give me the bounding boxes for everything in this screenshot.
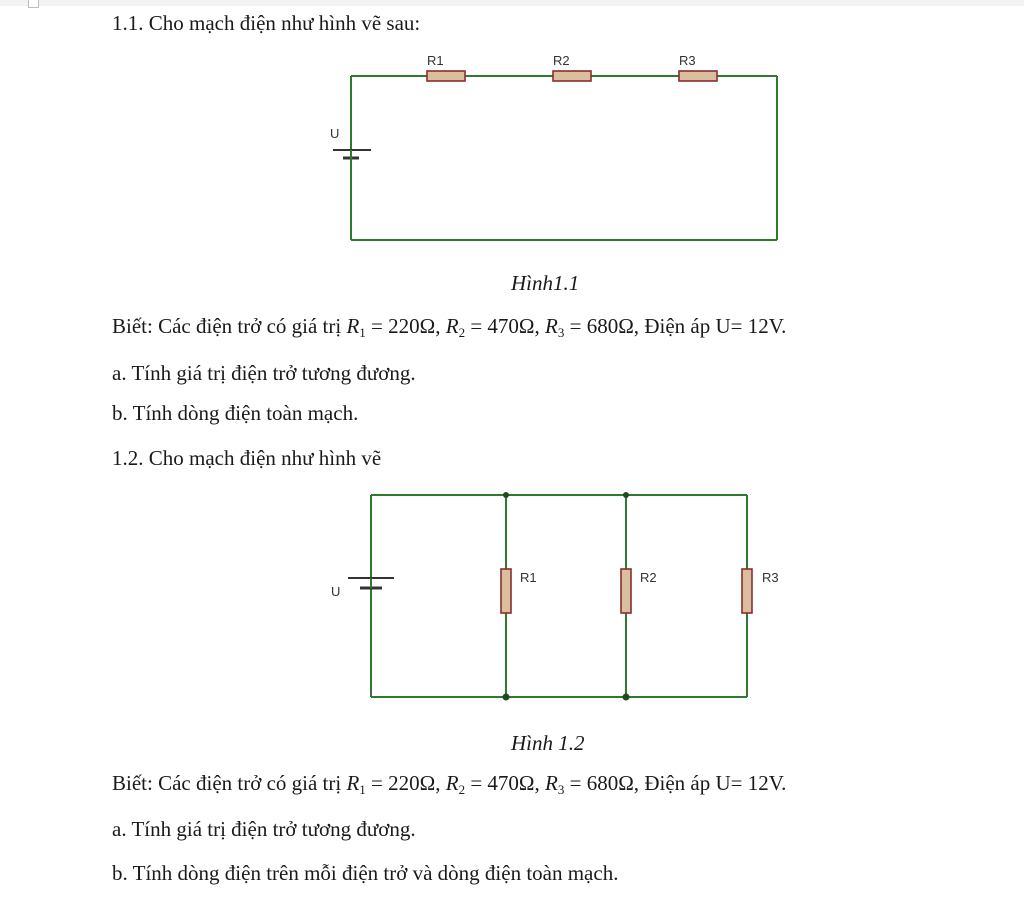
r3-value: = 680Ω, xyxy=(564,771,645,795)
figure1-caption: Hình1.1 xyxy=(511,271,580,295)
r1-symbol: R xyxy=(346,314,360,338)
r1-subscript: 1 xyxy=(359,782,366,797)
r2-subscript: 2 xyxy=(458,325,466,340)
problem1-question-a: a. Tính giá trị điện trở tương đương. xyxy=(112,361,416,385)
label-r3: R3 xyxy=(679,53,696,68)
r2-subscript: 2 xyxy=(458,782,466,797)
label-r1: R1 xyxy=(427,53,444,68)
battery-source xyxy=(348,577,394,590)
resistor-r3 xyxy=(741,568,753,614)
r1-symbol: R xyxy=(346,771,360,795)
problem1-given: Biết: Các điện trở có giá trị R1 = 220Ω,… xyxy=(112,313,786,339)
r3-value: = 680Ω, xyxy=(564,314,645,338)
problem2-question-b: b. Tính dòng điện trên mỗi điện trở và d… xyxy=(112,861,619,885)
resistor-r1 xyxy=(500,568,512,614)
voltage-text: Điện áp U= 12V. xyxy=(644,314,787,338)
r3-symbol: R xyxy=(545,314,558,338)
battery-source xyxy=(333,149,371,162)
given-prefix: Biết: Các điện trở có giá trị xyxy=(112,771,347,795)
r2-value: = 470Ω, xyxy=(465,771,546,795)
r3-symbol: R xyxy=(545,771,558,795)
r1-value: = 220Ω, xyxy=(365,771,446,795)
parallel-circuit-diagram: R1 R2 R3 U xyxy=(331,492,779,701)
label-r2: R2 xyxy=(640,570,657,585)
resistor-r2 xyxy=(552,70,592,82)
r2-value: = 470Ω, xyxy=(465,314,546,338)
r1-value: = 220Ω, xyxy=(365,314,446,338)
voltage-text: Điện áp U= 12V. xyxy=(644,771,787,795)
r3-subscript: 3 xyxy=(557,325,565,340)
label-r3: R3 xyxy=(762,570,779,585)
resistor-r3 xyxy=(678,70,718,82)
series-circuit-wires xyxy=(350,75,778,241)
label-u: U xyxy=(330,126,339,141)
junction-nodes xyxy=(502,492,630,701)
problem1-heading: 1.1. Cho mạch điện như hình vẽ sau: xyxy=(112,11,421,35)
label-u: U xyxy=(331,584,340,599)
page-corner-mark xyxy=(28,0,39,8)
r2-symbol: R xyxy=(445,771,459,795)
problem2-question-a: a. Tính giá trị điện trở tương đương. xyxy=(112,817,416,841)
label-r2: R2 xyxy=(553,53,570,68)
problem1-question-b: b. Tính dòng điện toàn mạch. xyxy=(112,401,359,425)
problem2-given: Biết: Các điện trở có giá trị R1 = 220Ω,… xyxy=(112,770,786,796)
figure2-caption: Hình 1.2 xyxy=(511,731,585,755)
r2-symbol: R xyxy=(445,314,459,338)
label-r1: R1 xyxy=(520,570,537,585)
problem2-heading: 1.2. Cho mạch điện như hình vẽ xyxy=(112,446,382,470)
page-top-edge xyxy=(0,0,1024,6)
parallel-circuit-wires xyxy=(370,494,748,698)
r3-subscript: 3 xyxy=(557,782,565,797)
resistor-r2 xyxy=(620,568,632,614)
series-circuit-diagram: R1 R2 R3 U xyxy=(330,53,778,241)
r1-subscript: 1 xyxy=(359,325,366,340)
resistor-r1 xyxy=(426,70,466,82)
given-prefix: Biết: Các điện trở có giá trị xyxy=(112,314,347,338)
